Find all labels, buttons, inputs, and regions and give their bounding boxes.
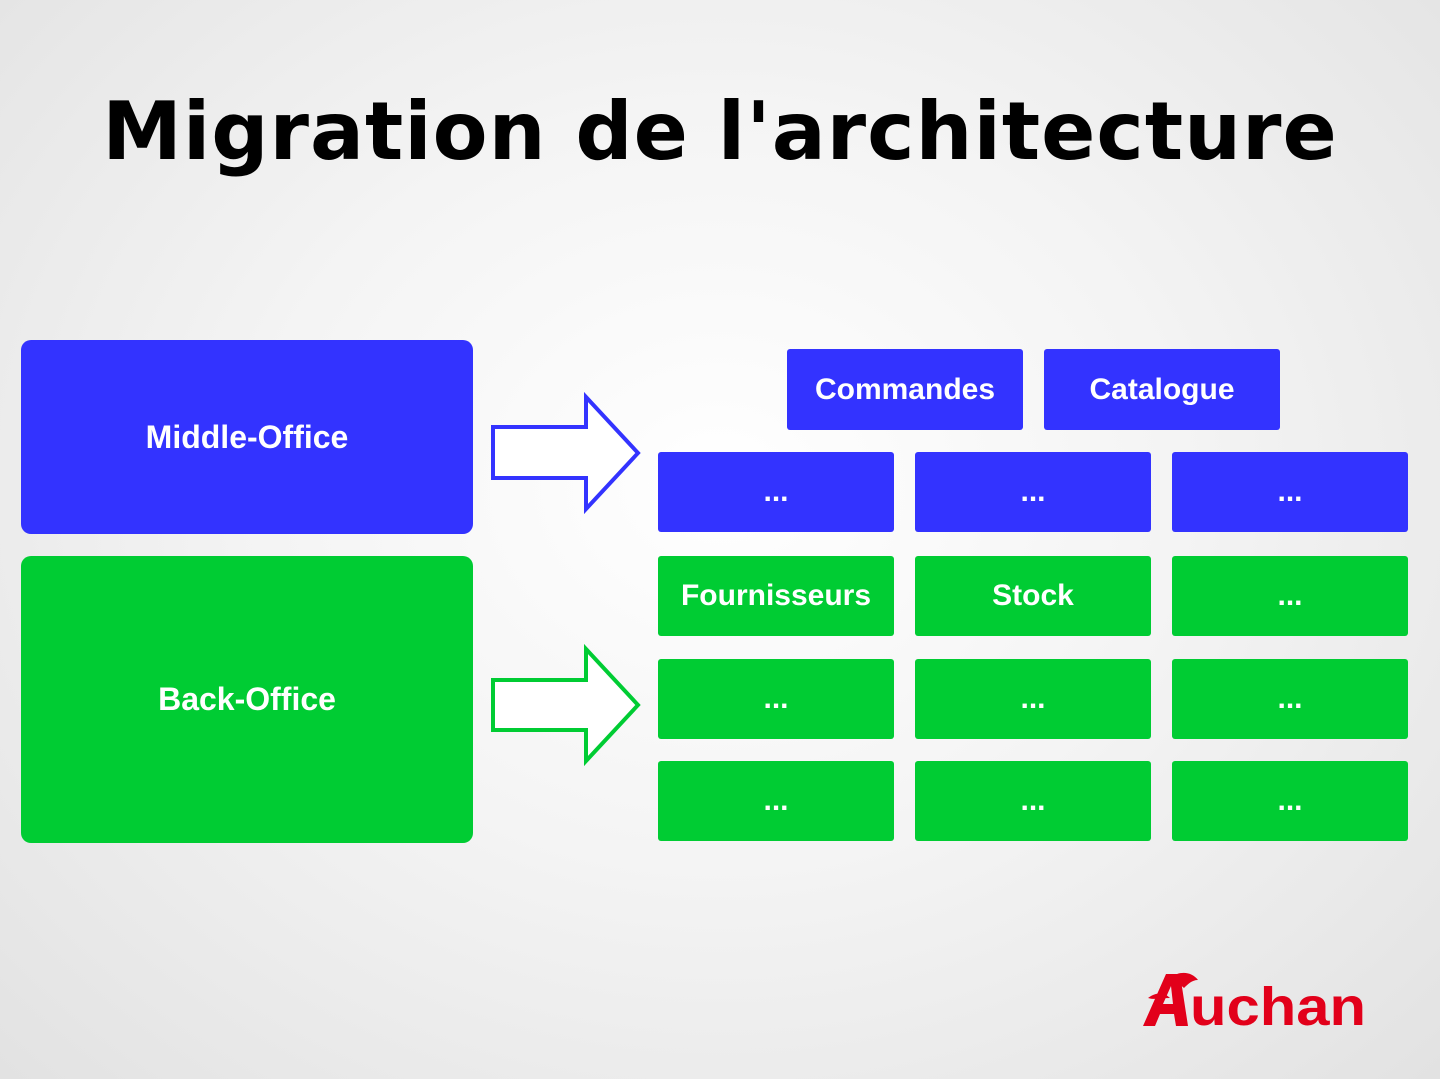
service-label: ... (1277, 475, 1303, 508)
service-box: ... (658, 452, 894, 532)
service-box: ... (1172, 761, 1408, 841)
page-title: Migration de l'architecture (102, 85, 1338, 178)
middle-office-box: Middle-Office (21, 340, 473, 534)
back-office-box: Back-Office (21, 556, 473, 843)
service-label: Commandes (814, 372, 996, 406)
service-label: ... (1277, 784, 1303, 817)
service-box: ... (1172, 659, 1408, 739)
service-box: ... (658, 761, 894, 841)
auchan-bird-icon (1143, 974, 1188, 1026)
service-box: ... (1172, 556, 1408, 636)
auchan-logo: uchan (1143, 972, 1366, 1032)
blue-arrow-icon (491, 392, 641, 515)
service-box-stock: Stock (915, 556, 1151, 636)
service-box-catalogue: Catalogue (1044, 349, 1280, 430)
service-label: ... (763, 475, 789, 508)
service-box: ... (1172, 452, 1408, 532)
service-box: ... (915, 659, 1151, 739)
service-label: ... (1020, 682, 1046, 715)
green-arrow-icon (491, 644, 641, 767)
service-label: ... (1277, 682, 1303, 715)
back-office-label: Back-Office (158, 681, 336, 717)
middle-office-label: Middle-Office (145, 418, 349, 455)
service-label: Catalogue (1089, 372, 1235, 406)
auchan-wordmark: uchan (1190, 977, 1366, 1032)
service-box: ... (658, 659, 894, 739)
auchan-bird-head-icon (1170, 972, 1198, 988)
service-box-commandes: Commandes (787, 349, 1023, 430)
service-box: ... (915, 452, 1151, 532)
service-label: Stock (992, 579, 1074, 612)
service-label: ... (763, 682, 789, 715)
service-box: ... (915, 761, 1151, 841)
service-label: ... (1020, 475, 1046, 508)
service-box-fournisseurs: Fournisseurs (658, 556, 894, 636)
service-label: ... (1020, 784, 1046, 817)
service-label: Fournisseurs (680, 579, 872, 612)
service-label: ... (1277, 579, 1303, 612)
service-label: ... (763, 784, 789, 817)
